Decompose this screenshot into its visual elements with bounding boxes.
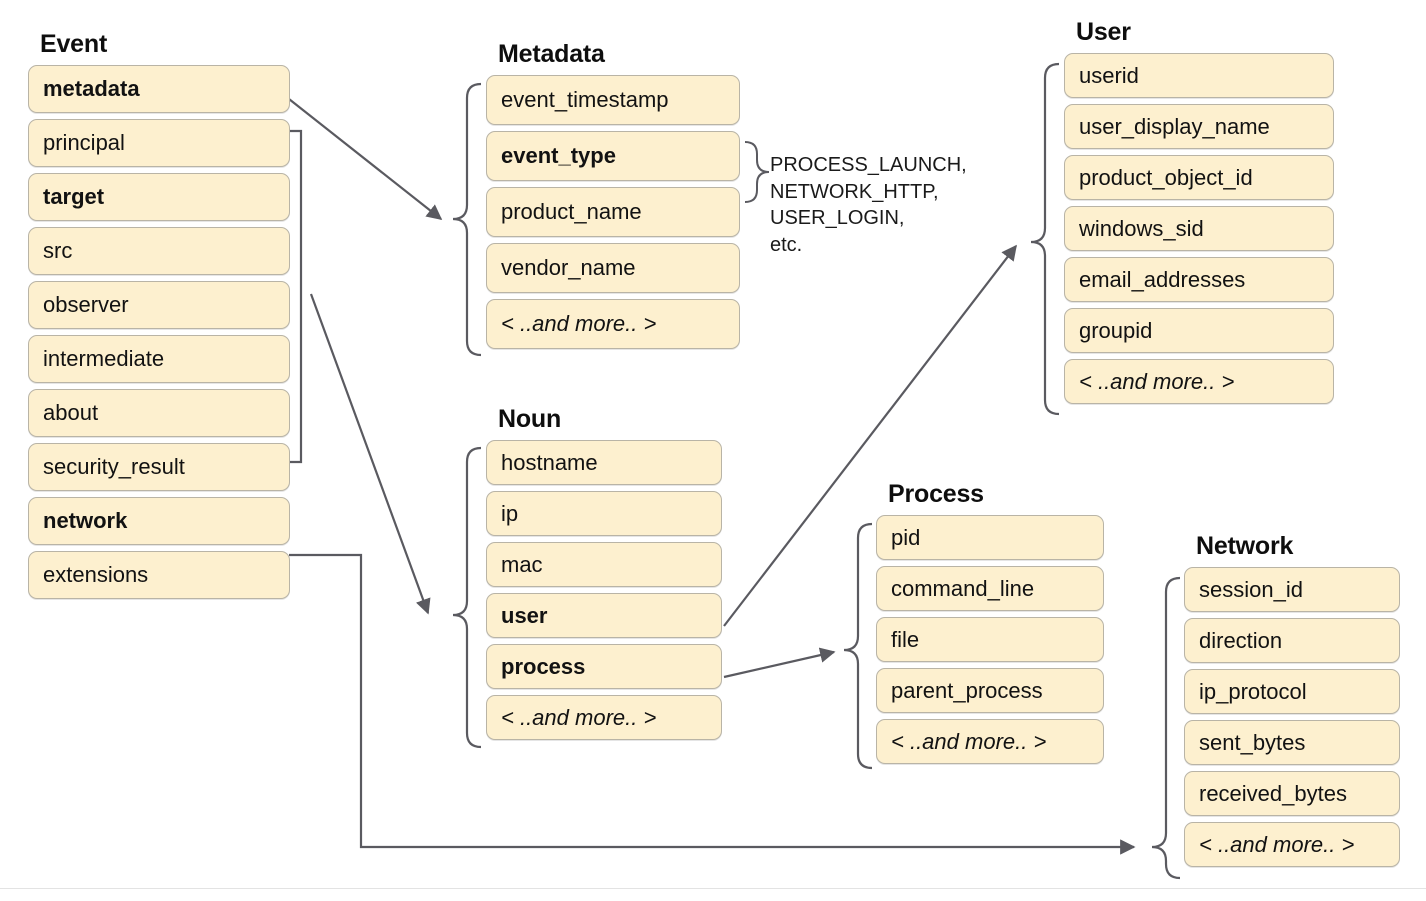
metadata-brace	[452, 82, 482, 357]
field-metadata-and-more[interactable]: < ..and more.. >	[486, 299, 740, 349]
group-title-process: Process	[888, 480, 984, 508]
group-process: Process pid command_line file parent_pro…	[876, 480, 1104, 770]
process-brace	[843, 522, 873, 770]
field-event-observer[interactable]: observer	[28, 281, 290, 329]
connector-noun	[309, 293, 431, 615]
field-list-process: pid command_line file parent_process < .…	[876, 515, 1104, 764]
field-user-groupid[interactable]: groupid	[1064, 308, 1334, 353]
field-metadata-event-timestamp[interactable]: event_timestamp	[486, 75, 740, 125]
group-title-noun: Noun	[498, 405, 562, 433]
field-network-direction[interactable]: direction	[1184, 618, 1400, 663]
field-process-file[interactable]: file	[876, 617, 1104, 662]
field-metadata-product-name[interactable]: product_name	[486, 187, 740, 237]
field-user-userid[interactable]: userid	[1064, 53, 1334, 98]
field-event-metadata[interactable]: metadata	[28, 65, 290, 113]
field-network-sent-bytes[interactable]: sent_bytes	[1184, 720, 1400, 765]
field-process-parent-process[interactable]: parent_process	[876, 668, 1104, 713]
field-list-user: userid user_display_name product_object_…	[1064, 53, 1334, 404]
field-user-and-more[interactable]: < ..and more.. >	[1064, 359, 1334, 404]
field-list-metadata: event_timestamp event_type product_name …	[486, 75, 740, 349]
field-noun-hostname[interactable]: hostname	[486, 440, 722, 485]
field-noun-user[interactable]: user	[486, 593, 722, 638]
field-network-and-more[interactable]: < ..and more.. >	[1184, 822, 1400, 867]
field-metadata-vendor-name[interactable]: vendor_name	[486, 243, 740, 293]
field-noun-mac[interactable]: mac	[486, 542, 722, 587]
group-title-metadata: Metadata	[498, 40, 605, 68]
field-user-windows-sid[interactable]: windows_sid	[1064, 206, 1334, 251]
bottom-divider	[0, 888, 1426, 889]
field-noun-and-more[interactable]: < ..and more.. >	[486, 695, 722, 740]
field-list-network: session_id direction ip_protocol sent_by…	[1184, 567, 1400, 867]
field-network-received-bytes[interactable]: received_bytes	[1184, 771, 1400, 816]
field-noun-process[interactable]: process	[486, 644, 722, 689]
field-event-network[interactable]: network	[28, 497, 290, 545]
field-event-src[interactable]: src	[28, 227, 290, 275]
field-event-intermediate[interactable]: intermediate	[28, 335, 290, 383]
field-metadata-event-type[interactable]: event_type	[486, 131, 740, 181]
connector-metadata	[288, 98, 443, 220]
field-process-pid[interactable]: pid	[876, 515, 1104, 560]
field-event-extensions[interactable]: extensions	[28, 551, 290, 599]
field-event-security-result[interactable]: security_result	[28, 443, 290, 491]
group-title-network: Network	[1196, 532, 1294, 560]
group-title-user: User	[1076, 18, 1131, 46]
field-user-user-display-name[interactable]: user_display_name	[1064, 104, 1334, 149]
field-user-email-addresses[interactable]: email_addresses	[1064, 257, 1334, 302]
network-brace	[1151, 576, 1181, 880]
field-network-ip-protocol[interactable]: ip_protocol	[1184, 669, 1400, 714]
group-user: User userid user_display_name product_ob…	[1064, 18, 1334, 410]
group-title-event: Event	[40, 30, 108, 58]
field-list-noun: hostname ip mac user process < ..and mor…	[486, 440, 722, 740]
field-event-about[interactable]: about	[28, 389, 290, 437]
field-event-principal[interactable]: principal	[28, 119, 290, 167]
event-type-brace	[744, 141, 770, 203]
user-brace	[1030, 62, 1060, 416]
field-noun-ip[interactable]: ip	[486, 491, 722, 536]
connector-process	[723, 647, 836, 679]
field-list-event: metadata principal target src observer i…	[28, 65, 290, 599]
group-metadata: Metadata event_timestamp event_type prod…	[486, 40, 740, 355]
annotation-event-type-values: PROCESS_LAUNCH, NETWORK_HTTP, USER_LOGIN…	[770, 154, 967, 256]
noun-brace	[452, 446, 482, 749]
field-event-target[interactable]: target	[28, 173, 290, 221]
field-user-product-object-id[interactable]: product_object_id	[1064, 155, 1334, 200]
field-process-command-line[interactable]: command_line	[876, 566, 1104, 611]
field-network-session-id[interactable]: session_id	[1184, 567, 1400, 612]
group-network: Network session_id direction ip_protocol…	[1184, 532, 1400, 873]
group-noun: Noun hostname ip mac user process < ..an…	[486, 405, 722, 746]
group-event: Event metadata principal target src obse…	[28, 30, 290, 605]
field-process-and-more[interactable]: < ..and more.. >	[876, 719, 1104, 764]
